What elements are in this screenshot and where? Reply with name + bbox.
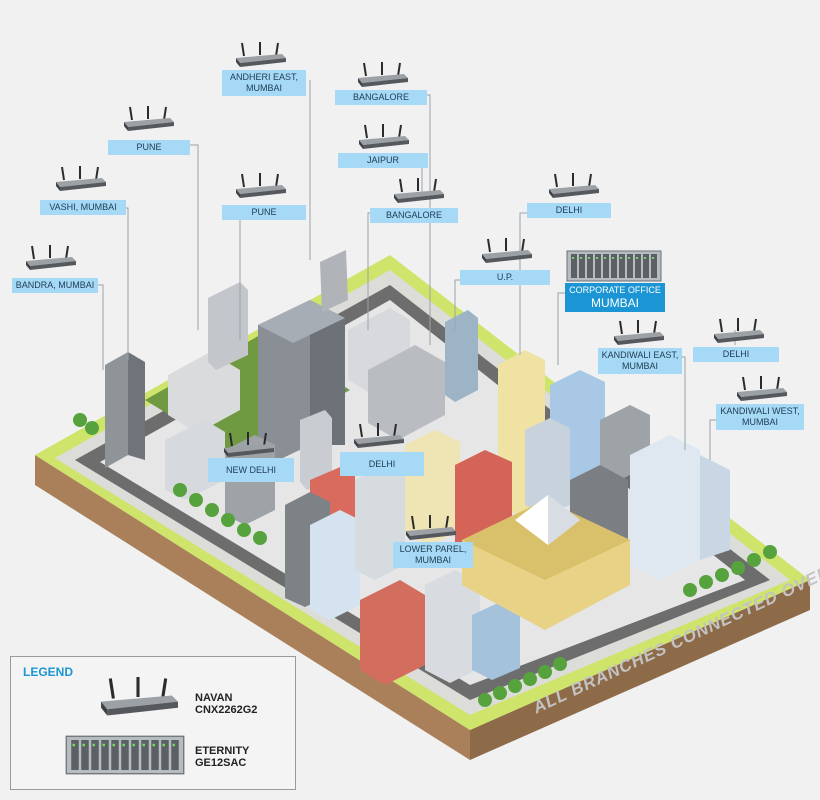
branch-label-bangalore-2: BANGALORE [370, 208, 458, 223]
base-soil-left [35, 455, 470, 760]
branch-label-up: U.P. [460, 270, 550, 285]
router-icon [478, 238, 534, 264]
branch-label-andheri-east: ANDHERI EAST,MUMBAI [222, 70, 306, 96]
router-icon [220, 432, 276, 458]
router-icon [232, 173, 288, 199]
router-icon [120, 106, 176, 132]
legend-title: LEGEND [23, 665, 74, 679]
legend-router-label: NAVAN CNX2262G2 [195, 692, 258, 716]
legend: LEGEND NAVAN CNX2262G2 ETERNITY GE12SAC [10, 656, 296, 790]
branch-label-bangalore-1: BANGALORE [335, 90, 427, 105]
router-icon [354, 62, 410, 88]
legend-chassis-icon [65, 733, 185, 777]
router-icon [545, 173, 601, 199]
branch-label-delhi-1: DELHI [527, 203, 611, 218]
router-icon [610, 320, 666, 346]
legend-chassis-label: ETERNITY GE12SAC [195, 745, 250, 769]
corporate-office-label: CORPORATE OFFICE MUMBAI [565, 283, 665, 312]
router-icon [402, 515, 458, 541]
branch-label-kandiwali-west: KANDIWALI WEST,MUMBAI [716, 404, 804, 430]
trees [73, 413, 777, 707]
router-icon [733, 376, 789, 402]
base-soil-right [470, 580, 810, 760]
branch-label-pune-2: PUNE [222, 205, 306, 220]
branch-label-delhi-3: DELHI [340, 452, 424, 476]
branch-label-delhi-2: DELHI [693, 347, 779, 362]
branch-label-pune-1: PUNE [108, 140, 190, 155]
router-icon [355, 124, 411, 150]
router-icon [22, 245, 78, 271]
router-icon [350, 423, 406, 449]
branch-label-jaipur: JAIPUR [338, 153, 428, 168]
branch-label-bandra: BANDRA, MUMBAI [12, 278, 98, 293]
router-icon [710, 318, 766, 344]
branch-label-vashi: VASHI, MUMBAI [40, 200, 126, 215]
legend-router-icon [93, 677, 183, 717]
buildings [105, 250, 730, 685]
chassis-icon [566, 250, 662, 282]
router-icon [232, 42, 288, 68]
branch-label-kandiwali-east: KANDIWALI EAST,MUMBAI [598, 348, 682, 374]
branch-label-new-delhi: NEW DELHI [208, 458, 294, 482]
router-icon [52, 166, 108, 192]
router-icon [390, 178, 446, 204]
branch-label-lower-parel: LOWER PAREL,MUMBAI [393, 542, 473, 568]
